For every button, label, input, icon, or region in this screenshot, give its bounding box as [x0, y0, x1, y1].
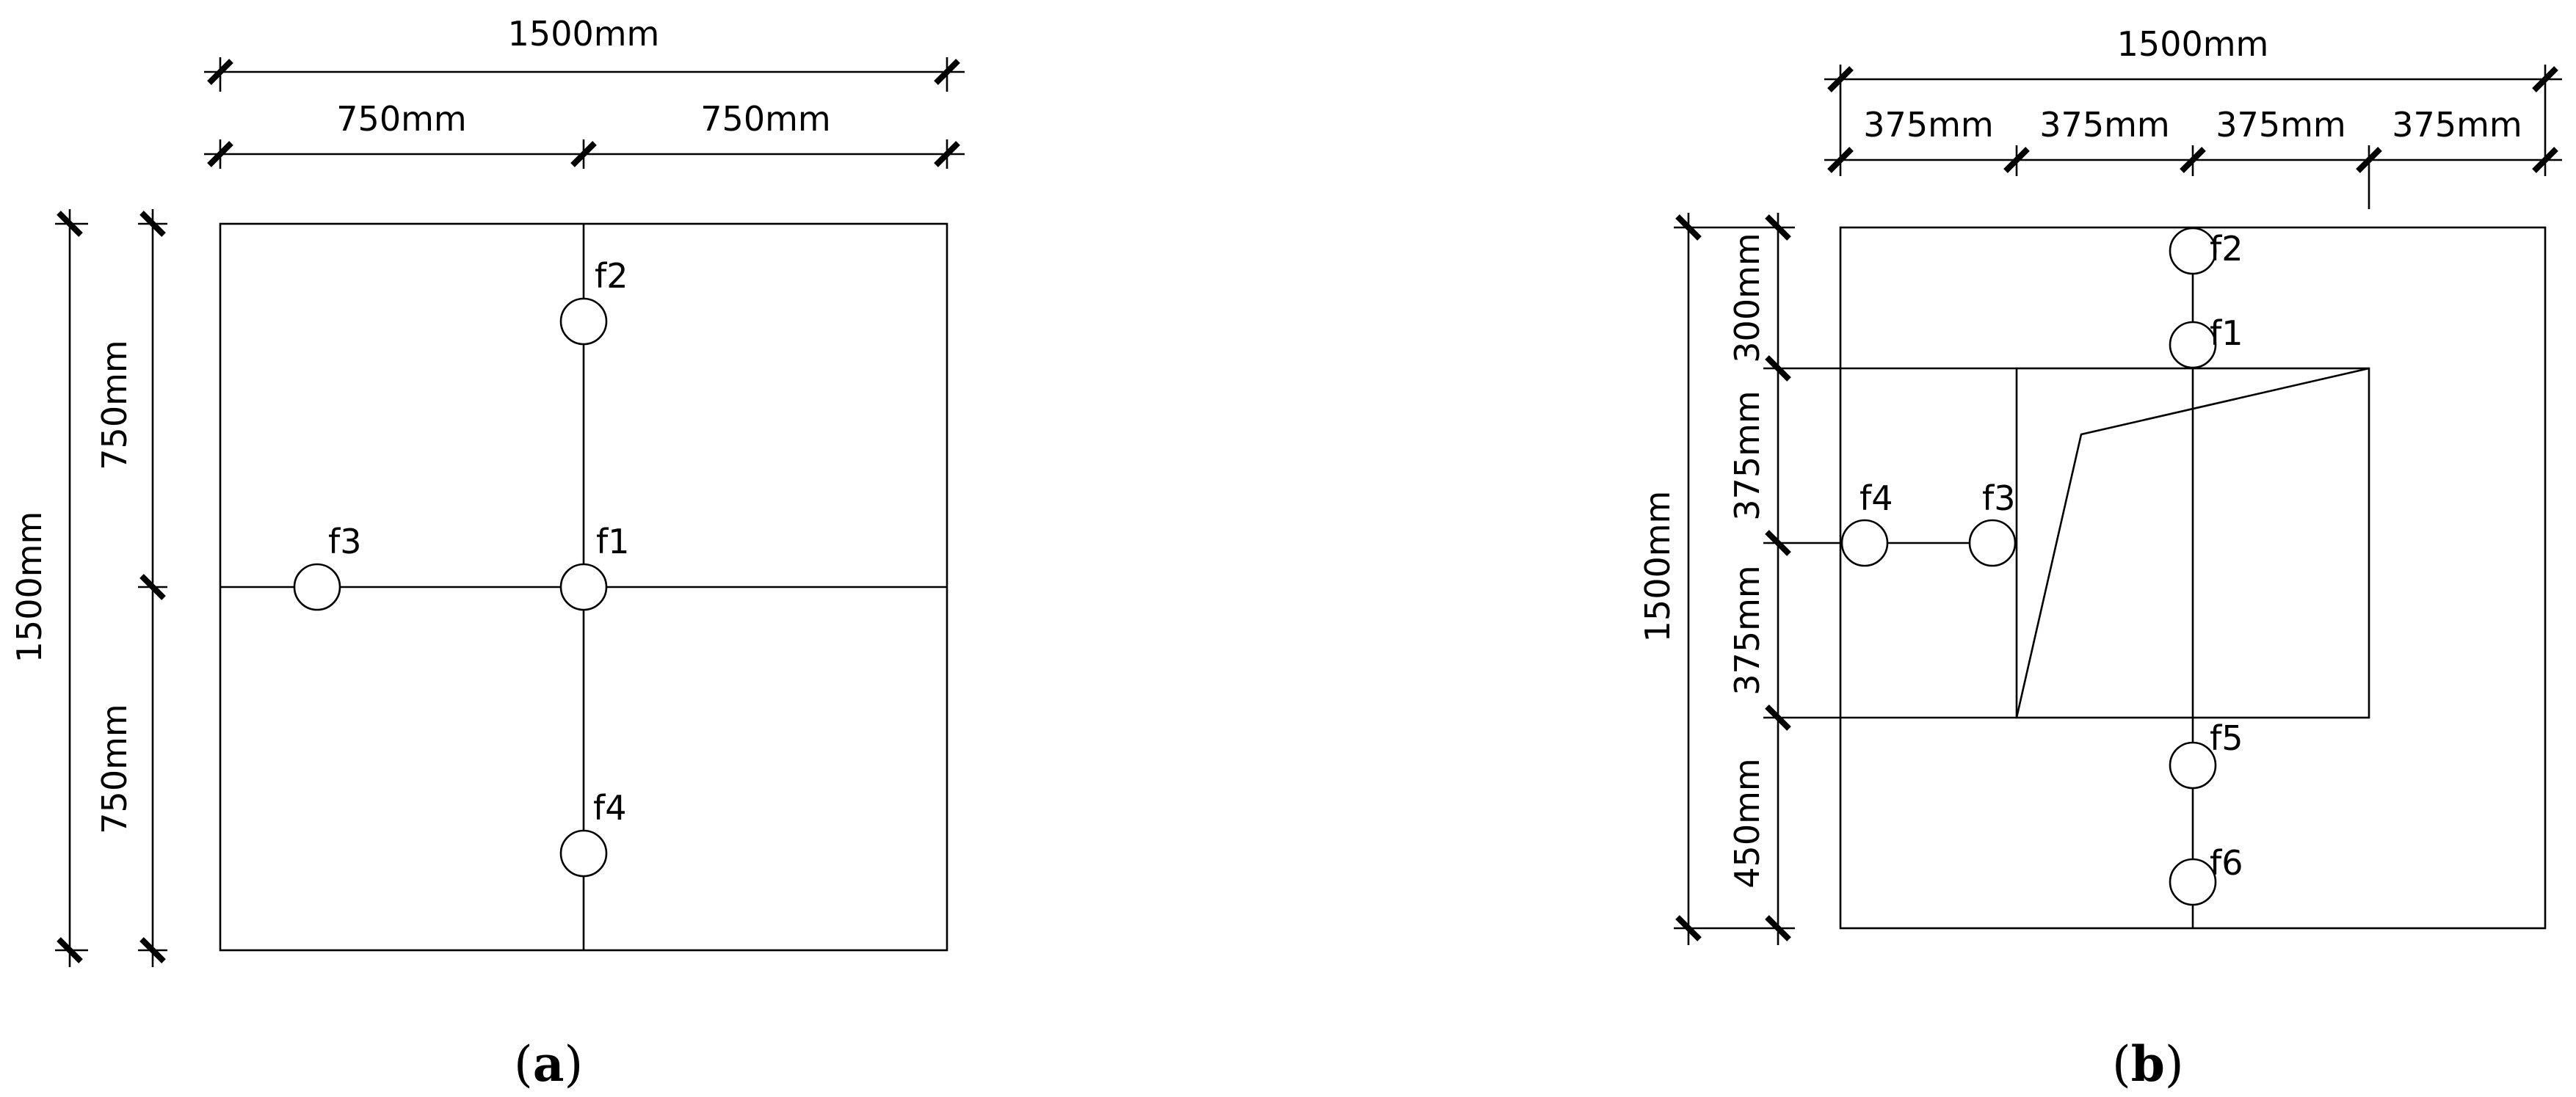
sensor-label: f2 [595, 256, 628, 296]
panel-b-top-segment-2-label: 375mm [2039, 105, 2169, 145]
sensor-label: f6 [2210, 843, 2243, 883]
panel-a-left-total-label: 1500mm [10, 511, 49, 663]
panel-b-top-total-dimension: 1500mm [1824, 24, 2562, 95]
sensor-label: f4 [1860, 478, 1893, 518]
panel-b-left-segment-1-label: 300mm [1727, 233, 1767, 362]
sensor-label: f1 [2210, 313, 2243, 353]
sensor-label: f2 [2210, 229, 2243, 269]
panel-b-caption: (b) [2112, 1035, 2184, 1093]
panel-b-crack-line [2015, 367, 2370, 718]
panel-b-left-segment-4-label: 450mm [1727, 758, 1767, 888]
panel-b: 1500mm 375mm 375mm 375mm 375mm [1638, 24, 2562, 1093]
panel-b-top-segment-1-label: 375mm [1863, 105, 1993, 145]
panel-a-left-lower-label: 750mm [95, 704, 134, 834]
panel-a-top-right-label: 750mm [700, 99, 830, 139]
panel-b-top-segment-3-label: 375mm [2216, 105, 2345, 145]
panel-b-sensor-f3: f3 [1968, 478, 2017, 567]
panel-b-top-segment-dimension: 375mm 375mm 375mm 375mm [1824, 95, 2562, 209]
panel-a-left-total-dimension: 1500mm [10, 209, 88, 967]
sensor-label: f3 [1982, 478, 2015, 518]
panel-b-left-total-label: 1500mm [1638, 491, 1677, 643]
panel-b-sensor-f4: f4 [1840, 478, 1893, 567]
panel-a-left-upper-label: 750mm [95, 340, 134, 470]
sensor-label: f1 [596, 522, 629, 561]
panel-b-left-segment-dimension: 300mm 375mm 375mm 450mm [1705, 213, 2017, 945]
panel-a-sensor-f3: f3 [293, 522, 361, 611]
sensor-label: f4 [593, 788, 626, 828]
panel-b-left-segment-3-label: 375mm [1727, 565, 1767, 695]
panel-a: 1500mm 750mm 750mm 1500mm [10, 14, 965, 1093]
panel-b-left-total-dimension: 1500mm [1638, 213, 1705, 945]
panel-a-sensor-f4: f4 [559, 788, 626, 878]
panel-b-sensor-f6: f6 [2169, 843, 2243, 906]
panel-a-left-half-dimension: 750mm 750mm [95, 209, 167, 967]
panel-b-left-segment-2-label: 375mm [1727, 390, 1767, 520]
panel-b-sensor-f1: f1 [2169, 313, 2243, 369]
panel-a-top-total-dimension: 1500mm [204, 14, 965, 92]
panel-a-caption: (a) [514, 1035, 583, 1093]
sensor-label: f3 [328, 522, 361, 561]
panel-b-top-segment-4-label: 375mm [2392, 105, 2522, 145]
panel-b-top-total-label: 1500mm [2117, 24, 2269, 64]
panel-a-sensor-f1: f1 [559, 522, 629, 611]
sensor-label: f5 [2210, 718, 2243, 758]
panel-a-top-half-dimension: 750mm 750mm [204, 99, 965, 169]
panel-a-top-left-label: 750mm [336, 99, 466, 139]
panel-a-top-total-label: 1500mm [508, 14, 660, 54]
panel-b-sensor-f5: f5 [2169, 718, 2243, 790]
panel-b-sensor-f2: f2 [2169, 227, 2243, 275]
panel-a-sensor-f2: f2 [559, 256, 628, 346]
